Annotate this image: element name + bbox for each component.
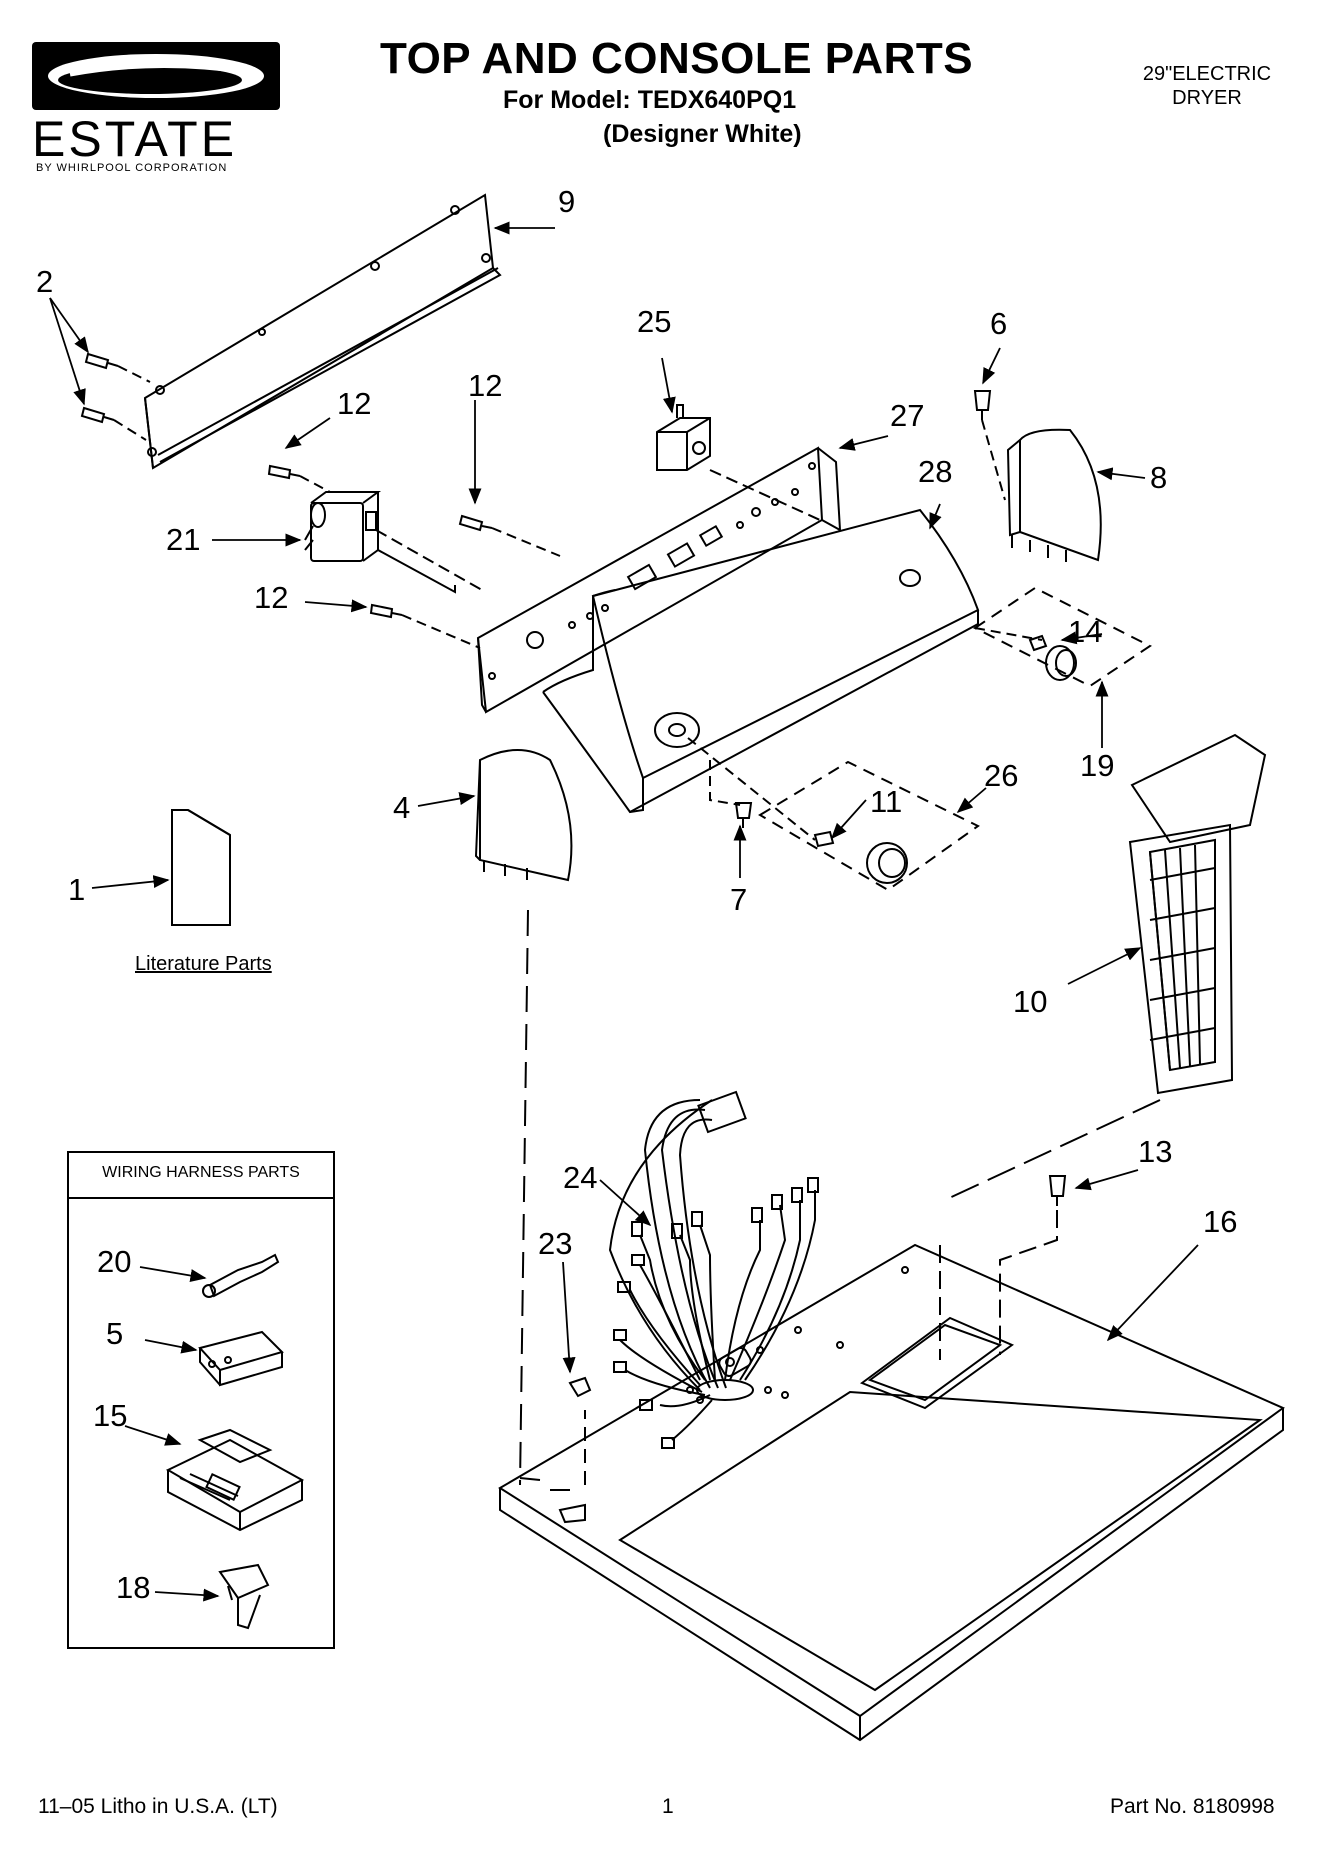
callout-18: 18 <box>116 1570 151 1605</box>
callout-27: 27 <box>890 398 925 433</box>
console-endcap-left <box>474 749 573 882</box>
callout-15: 15 <box>93 1398 128 1433</box>
callout-12-c: 12 <box>254 580 289 615</box>
callout-9: 9 <box>558 184 576 219</box>
callout-2: 2 <box>36 264 54 299</box>
callout-21: 21 <box>166 522 201 557</box>
connector-15 <box>165 1428 305 1532</box>
callout-7: 7 <box>730 882 748 917</box>
terminal-20 <box>202 1253 280 1298</box>
callout-1: 1 <box>68 872 86 907</box>
callout-5: 5 <box>106 1316 124 1351</box>
connector-5 <box>198 1330 284 1387</box>
callout-8: 8 <box>1150 460 1168 495</box>
model-line: For Model: TEDX640PQ1 <box>503 86 797 114</box>
callout-25: 25 <box>637 304 672 339</box>
callout-16: 16 <box>1203 1204 1238 1239</box>
clip-18 <box>218 1563 270 1630</box>
callout-12-b: 12 <box>468 368 503 403</box>
screw-2-lower <box>80 406 115 424</box>
callout-28: 28 <box>918 454 953 489</box>
callout-20: 20 <box>97 1244 132 1279</box>
estate-logo-icon <box>32 42 280 110</box>
screw-12-left <box>267 464 301 480</box>
callout-6: 6 <box>990 306 1008 341</box>
timer-switch <box>304 491 382 562</box>
knob-11 <box>813 830 908 884</box>
part-number: Part No. 8180998 <box>1110 1795 1275 1818</box>
console-back-panel <box>143 193 502 470</box>
page-title: TOP AND CONSOLE PARTS <box>380 34 974 83</box>
callout-12-a: 12 <box>337 386 372 421</box>
literature-booklet <box>171 809 231 926</box>
screw-2-upper <box>84 352 119 370</box>
callout-23: 23 <box>538 1226 573 1261</box>
callout-19: 19 <box>1080 748 1115 783</box>
page-number: 1 <box>662 1795 674 1818</box>
callout-leaders <box>49 221 1199 1602</box>
brand-subtitle: BY WHIRLPOOL CORPORATION <box>36 162 228 174</box>
callout-13: 13 <box>1138 1134 1173 1169</box>
lint-screen <box>1128 733 1267 1095</box>
dryer-top-panel <box>498 1243 1285 1742</box>
terminal-23 <box>568 1376 592 1398</box>
console-control-bracket <box>476 446 842 714</box>
wiring-harness <box>608 1090 819 1449</box>
screw-7 <box>734 802 753 828</box>
callout-26: 26 <box>984 758 1019 793</box>
callout-24: 24 <box>563 1160 598 1195</box>
screw-6 <box>973 390 992 420</box>
callout-4: 4 <box>393 790 411 825</box>
console-endcap-right <box>1006 428 1102 562</box>
literature-parts-label: Literature Parts <box>135 953 272 975</box>
callout-11: 11 <box>870 784 903 819</box>
wiring-harness-box-title: WIRING HARNESS PARTS <box>102 1164 300 1181</box>
screw-13 <box>1048 1175 1067 1206</box>
screw-12-lower <box>369 603 403 619</box>
product-type: 29"ELECTRIC DRYER <box>1142 63 1272 109</box>
callout-14: 14 <box>1068 614 1103 649</box>
color-line: (Designer White) <box>603 120 802 148</box>
brand-name: ESTATE <box>32 111 238 167</box>
console-panel <box>542 508 980 814</box>
knob-14 <box>1028 634 1077 681</box>
litho-note: 11–05 Litho in U.S.A. (LT) <box>38 1795 278 1818</box>
control-module <box>656 404 711 471</box>
wiring-harness-box <box>67 1151 335 1649</box>
callout-10: 10 <box>1013 984 1048 1019</box>
screw-12-middle <box>458 514 493 532</box>
